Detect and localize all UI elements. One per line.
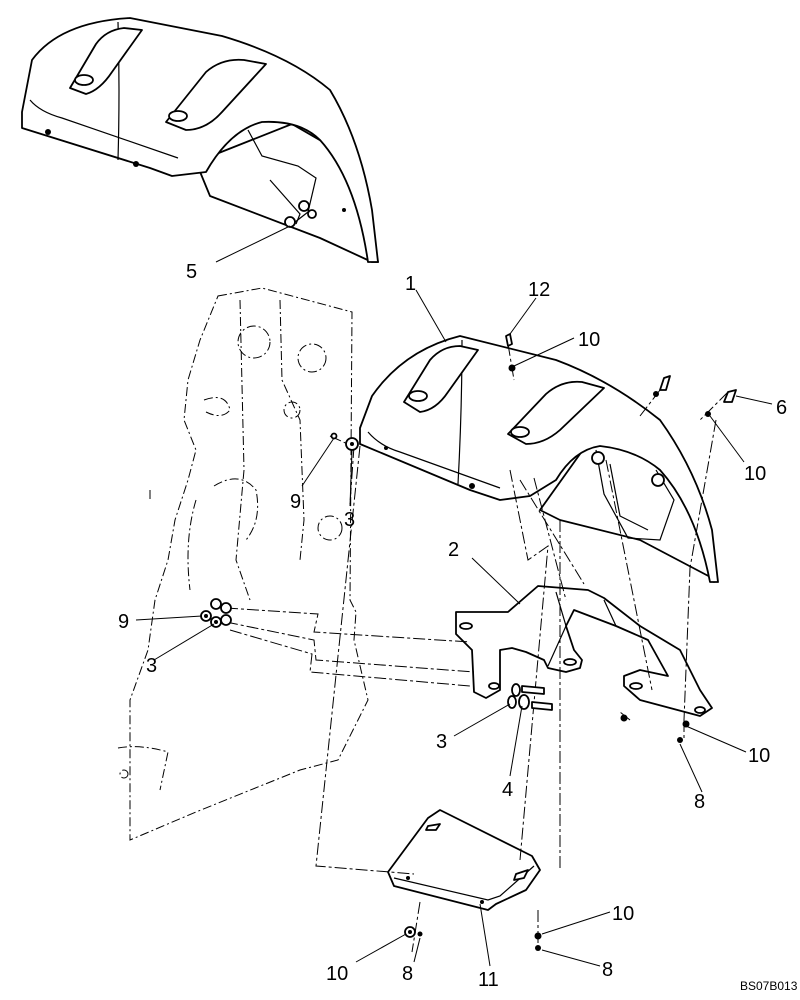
callouts: 5 1 12 10 6 10 9 3 2 9 3 3 4 10 8 10 8 1…	[118, 261, 787, 991]
loader-frame-phantom	[117, 287, 369, 841]
drawing-code: BS07B013	[740, 979, 798, 993]
callout-10: 10	[744, 463, 766, 485]
callout-3: 3	[146, 655, 157, 677]
callout-10: 10	[748, 745, 770, 767]
callout-11: 11	[478, 969, 499, 991]
callout-4: 4	[502, 779, 513, 801]
callout-10: 10	[612, 903, 634, 925]
mounting-bracket	[455, 585, 713, 717]
lower-plate	[387, 809, 541, 911]
hardware	[200, 333, 737, 951]
callout-9: 9	[290, 491, 301, 513]
callout-8: 8	[402, 963, 413, 985]
callout-9: 9	[118, 611, 129, 633]
fender-main	[359, 335, 719, 583]
callout-1: 1	[405, 273, 416, 295]
fender-assembly-upper	[21, 17, 379, 263]
callout-6: 6	[776, 397, 787, 419]
callout-2: 2	[448, 539, 459, 561]
callout-8: 8	[602, 959, 613, 981]
callout-3: 3	[344, 509, 355, 531]
leader-lines	[135, 225, 773, 967]
callout-12: 12	[528, 279, 550, 301]
callout-10: 10	[326, 963, 348, 985]
callout-5: 5	[186, 261, 197, 283]
callout-8: 8	[694, 791, 705, 813]
callout-10: 10	[578, 329, 600, 351]
callout-3: 3	[436, 731, 447, 753]
